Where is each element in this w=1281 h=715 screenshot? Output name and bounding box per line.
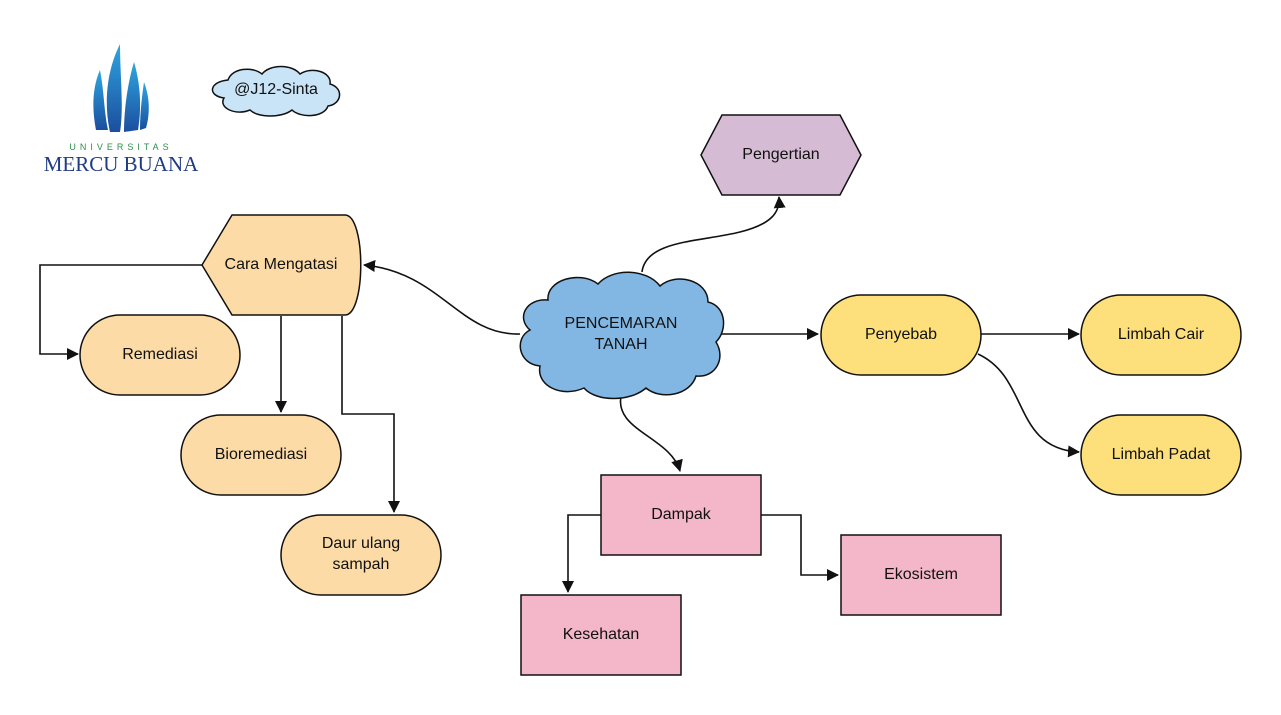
kesehatan-label: Kesehatan (563, 626, 640, 643)
node-limbah-padat: Limbah Padat (1080, 414, 1242, 496)
center-label-line-1: PENCEMARAN (565, 315, 678, 332)
connector-center-to-dampak (619, 391, 683, 472)
connector-cara-to-remediasi (39, 264, 202, 360)
node-remediasi: Remediasi (79, 314, 241, 396)
node-pencemaran-tanah: PENCEMARAN TANAH (519, 271, 725, 400)
cara-mengatasi-label: Cara Mengatasi (225, 256, 338, 273)
limbah-padat-label: Limbah Padat (1112, 446, 1211, 463)
connector-center-to-cara (363, 260, 521, 335)
connector-center-to-pengertian (641, 196, 786, 273)
node-bioremediasi: Bioremediasi (180, 414, 342, 496)
node-daur-ulang-sampah: Daur ulang sampah (280, 514, 442, 596)
dampak-label: Dampak (651, 506, 712, 523)
connector-penyebab-to-padat (977, 353, 1080, 458)
flame-emblem-icon (93, 44, 149, 132)
center-label-line-2: TANAH (594, 336, 647, 353)
bioremediasi-label: Bioremediasi (215, 446, 307, 463)
penyebab-label: Penyebab (865, 326, 937, 343)
connector-cara-to-daur (341, 316, 400, 513)
node-pengertian: Pengertian (700, 114, 862, 196)
connector-dampak-to-kesehatan (562, 514, 601, 593)
daur-label-line-2: sampah (333, 556, 390, 573)
pengertian-label: Pengertian (742, 146, 819, 163)
logo-subtitle: UNIVERSITAS (69, 142, 172, 152)
connector-dampak-to-ekosistem (761, 514, 839, 581)
connectors (39, 196, 1080, 593)
ekosistem-label: Ekosistem (884, 566, 958, 583)
logo-name: MERCU BUANA (44, 152, 199, 176)
node-cara-mengatasi: Cara Mengatasi (201, 214, 362, 316)
node-limbah-cair: Limbah Cair (1080, 294, 1242, 376)
limbah-cair-label: Limbah Cair (1118, 326, 1205, 343)
node-dampak: Dampak (600, 474, 762, 556)
author-tag-cloud: @J12-Sinta (211, 65, 341, 117)
node-kesehatan: Kesehatan (520, 594, 682, 676)
node-penyebab: Penyebab (820, 294, 982, 376)
author-tag: @J12-Sinta (234, 81, 318, 98)
node-ekosistem: Ekosistem (840, 534, 1002, 616)
remediasi-label: Remediasi (122, 346, 198, 363)
mercu-buana-logo: UNIVERSITAS MERCU BUANA (44, 44, 199, 176)
daur-label-line-1: Daur ulang (322, 535, 400, 552)
